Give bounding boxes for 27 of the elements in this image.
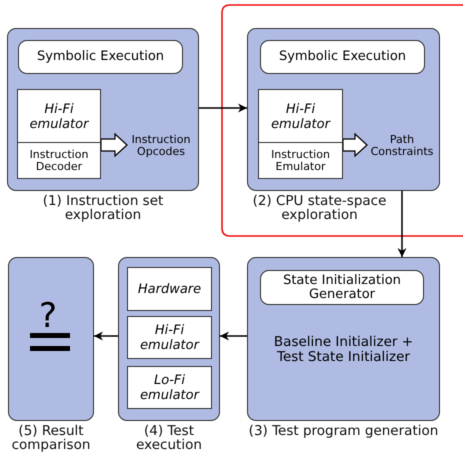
arrow [398,191,406,257]
emulator-box [258,89,343,179]
component-label: Instruction Decoder [18,142,100,178]
arrow [94,332,118,340]
stage-caption: (1) Instruction set exploration [42,194,164,222]
stage-caption: (5) Result comparison [10,424,92,452]
process-box: Symbolic Execution [260,40,425,74]
stage-caption: (2) CPU state-space exploration [252,194,388,222]
block-arrow [342,132,368,158]
emulator-title: Hi-Fi emulator [270,101,332,134]
emulator-box [17,89,101,179]
output-label: Instruction Opcodes [127,132,195,160]
emulator-title: Hi-Fi emulator [28,101,90,134]
question-mark: ? [39,299,58,333]
stage-caption: (3) Test program generation [248,424,438,438]
stage-description: Baseline Initializer + Test State Initializer [272,335,414,365]
platform-box: Hi-Fi emulator [127,316,212,359]
block-arrow [100,132,128,158]
component-label: Instruction Emulator [259,142,342,178]
platform-box: Lo-Fi emulator [127,366,212,409]
process-box: Symbolic Execution [18,40,183,74]
arrow [199,104,247,112]
process-box: State Initialization Generator [260,270,424,305]
arrow [220,332,247,340]
output-label: Path Constraints [367,132,437,160]
platform-box: Hardware [127,267,212,311]
stage-caption: (4) Test execution [135,424,203,452]
